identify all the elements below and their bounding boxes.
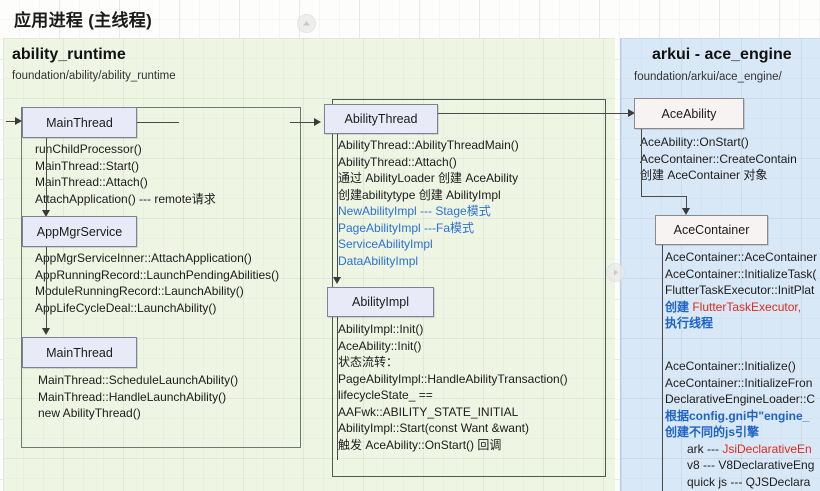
connector-to-ability-thread-h2 <box>290 122 315 124</box>
panel-left-subtitle: foundation/ability/ability_runtime <box>12 70 176 82</box>
connector-to-ace-ability-tail <box>615 113 631 115</box>
node-ability-thread[interactable]: AbilityThread <box>324 104 438 134</box>
ace-container-mixed-line: 创建 FlutterTaskExecutor, <box>665 299 802 314</box>
connector-main-thread-1-to-app-mgr <box>46 138 48 213</box>
main-thread-1-lines: runChildProcessor() MainThread::Start() … <box>35 142 216 206</box>
engine-row-quickjs: quick js --- QJSDeclara <box>687 474 811 489</box>
arrow-into-ace-container <box>682 208 690 215</box>
node-main-thread-1[interactable]: MainThread <box>22 107 137 138</box>
page-title: 应用进程 (主线程) <box>14 11 153 30</box>
node-label: AceContainer <box>673 223 750 237</box>
panel-right-title: arkui - ace_engine <box>652 46 792 63</box>
node-ace-container[interactable]: AceContainer <box>655 215 768 245</box>
node-label: AbilityThread <box>344 112 418 126</box>
connector-ability-impl-spine <box>337 317 339 460</box>
node-label: AbilityImpl <box>352 295 409 309</box>
arrow-into-app-mgr-service <box>42 210 50 217</box>
arrow-into-ability-impl <box>333 277 341 284</box>
ability-impl-lines: AbilityImpl::Init() AceAbility::Init() 状… <box>338 322 568 452</box>
connector-in-main-thread-1 <box>6 121 16 123</box>
node-label: MainThread <box>46 345 113 360</box>
app-mgr-service-lines: AppMgrServiceInner::AttachApplication() … <box>35 251 280 315</box>
node-label: AceAbility <box>661 106 717 121</box>
node-ability-impl[interactable]: AbilityImpl <box>327 287 434 317</box>
connector-ace-ability-to-container-h <box>641 196 687 198</box>
connector-ace-ability-to-container-v <box>641 129 643 197</box>
node-label: MainThread <box>46 115 113 130</box>
node-ace-ability[interactable]: AceAbility <box>634 98 744 129</box>
engine-row-ark: ark --- JsiDeclarativeEn <box>687 441 812 456</box>
connector-ace-container-drop <box>686 196 688 211</box>
connector-app-mgr-to-main-thread-2 <box>46 247 48 331</box>
arrow-into-main-thread-1 <box>15 117 22 125</box>
connector-ability-thread-to-impl <box>337 134 339 280</box>
connector-ace-container-spine <box>662 245 664 491</box>
connector-to-ace-ability <box>438 113 618 115</box>
circle-caret-up-icon[interactable] <box>297 14 316 33</box>
ability-thread-lines: AbilityThread::AbilityThreadMain() Abili… <box>338 138 519 268</box>
main-thread-2-lines: MainThread::ScheduleLaunchAbility() Main… <box>38 373 239 420</box>
arrow-into-ace-ability <box>628 109 635 117</box>
connector-to-ability-thread-h1 <box>137 122 179 124</box>
arrow-into-main-thread-2 <box>42 328 50 335</box>
group-box-left-column <box>21 107 301 448</box>
circle-caret-right-icon[interactable] <box>606 263 625 282</box>
engine-row-v8: v8 --- V8DeclarativeEng <box>687 458 815 472</box>
ace-container-lines-top: AceContainer::AceContainer AceContainer:… <box>665 249 820 332</box>
node-main-thread-2[interactable]: MainThread <box>22 337 137 368</box>
node-app-mgr-service[interactable]: AppMgrService <box>22 216 137 247</box>
node-label: AppMgrService <box>36 224 123 239</box>
arrow-into-ability-thread <box>314 118 321 126</box>
ace-ability-lines: AceAbility::OnStart() AceContainer::Crea… <box>640 135 797 182</box>
ace-container-lines-bottom: AceContainer::Initialize() AceContainer:… <box>665 358 820 490</box>
panel-left-title: ability_runtime <box>12 46 126 63</box>
panel-right-subtitle: foundation/arkui/ace_engine/ <box>634 71 782 83</box>
